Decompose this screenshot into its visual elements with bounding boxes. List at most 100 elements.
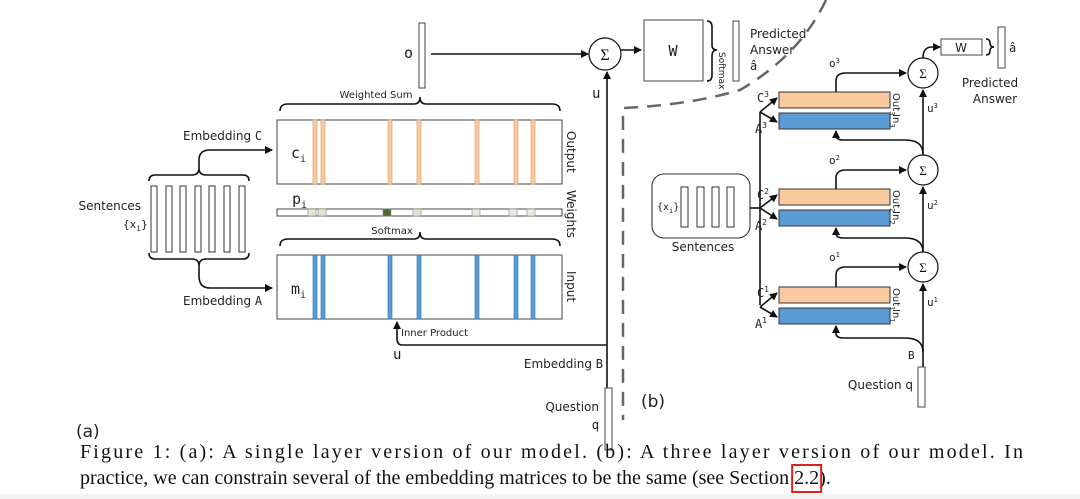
input-embedding-a2	[778, 209, 891, 227]
output-embedding-c1	[778, 286, 891, 304]
a-label-3: A3	[755, 121, 767, 136]
u-feedback-arrow-3	[832, 130, 924, 155]
x-set-label: {xi}	[123, 218, 148, 233]
weight-cell	[382, 208, 392, 217]
section-link[interactable]: 2.2	[794, 467, 819, 489]
softmax-side-brace	[706, 20, 718, 82]
weight-cell	[412, 208, 422, 217]
o-label-3: o3	[829, 57, 840, 70]
input-embedding-a3	[778, 112, 891, 130]
c-label-1: C1	[757, 285, 769, 300]
output-stripe	[513, 119, 519, 185]
output-stripes	[312, 119, 536, 185]
sentence-vector	[150, 185, 158, 253]
c-branch	[759, 97, 778, 113]
caption-line-1: Figure 1: (a): A single layer version of…	[80, 441, 1023, 463]
weighted-sum-label: Weighted Sum	[340, 90, 413, 101]
layers: C1A1Out1In1Σo1u1C2A2Out2In2Σo2u2C3A3Out3…	[755, 57, 939, 353]
sentence-vector	[208, 185, 216, 253]
sentence-vector	[165, 185, 173, 253]
softmax-label: Softmax	[371, 226, 413, 237]
u-label-top: u	[592, 86, 600, 102]
in-label-1: In1	[888, 309, 901, 323]
u-label-3: u3	[927, 102, 938, 115]
embedding-c-label: Embedding C	[183, 129, 262, 143]
c-i-label: ci	[291, 144, 306, 165]
weighted-sum-brace	[279, 96, 561, 112]
input-label: Input	[564, 271, 578, 302]
sentences-top-brace	[148, 167, 250, 182]
predicted-answer-vector-b	[997, 26, 1006, 69]
w-label-b: W	[955, 41, 967, 55]
weight-cell	[317, 208, 327, 217]
u-label-2: u2	[927, 199, 938, 212]
embedding-a-label: Embedding A	[183, 294, 263, 308]
c-label-3: C3	[757, 90, 769, 105]
sentence-vector	[726, 186, 735, 228]
question-label-b: Question q	[848, 378, 913, 392]
sigma-label: Σ	[919, 66, 927, 81]
c-branch	[759, 194, 778, 209]
predicted-answer-vector	[732, 20, 740, 82]
answer-label: Answer	[750, 43, 794, 57]
predicted-label-b: Predicted	[962, 76, 1018, 90]
o-arrow-3	[835, 69, 907, 92]
sentence-vectors-b	[680, 186, 735, 228]
sentences-label: Sentences	[78, 199, 141, 213]
sum-to-w-arrow-b	[922, 43, 941, 59]
u-feedback-arrow-2	[832, 227, 924, 253]
o-vector	[418, 22, 426, 89]
output-stripe	[312, 119, 318, 185]
input-stripe	[474, 254, 480, 320]
c-branch	[759, 292, 778, 308]
output-stripe	[320, 119, 326, 185]
panel-divider	[621, 0, 828, 420]
w-label: W	[668, 42, 678, 60]
panel-b-tag: (b)	[641, 392, 665, 412]
output-stripe	[474, 119, 480, 185]
u-label-bottom: u	[393, 347, 401, 363]
embedding-c-arrow	[198, 146, 273, 168]
question-vector	[604, 387, 613, 451]
q-label: q	[592, 418, 599, 432]
input-stripe	[387, 254, 393, 320]
w-matrix-b	[940, 38, 983, 56]
caption-line-2: practice, we can constrain several of th…	[80, 467, 831, 489]
panel-b: (b) {xi} Sentences C1A1Out1In1Σo1u1C2A2O…	[641, 26, 1018, 412]
inner-product-arrow	[393, 321, 607, 346]
sentence-vector	[194, 185, 202, 253]
input-stripes	[312, 254, 536, 320]
weight-cell	[307, 208, 317, 217]
a-hat-label-b: â	[1009, 41, 1016, 55]
in-label-3: In3	[888, 114, 901, 128]
input-stripe	[320, 254, 326, 320]
x-set-label-b: {xi}	[657, 202, 679, 215]
sentence-vectors	[150, 185, 246, 253]
softmax-brace-b	[985, 38, 995, 56]
o-label-2: o2	[829, 154, 840, 167]
output-embedding-c3	[778, 91, 891, 109]
section-link-highlight[interactable]	[791, 464, 823, 493]
input-stripe	[416, 254, 422, 320]
sigma-label: Σ	[600, 47, 609, 64]
sentences-label-b: Sentences	[672, 240, 735, 254]
c-label-2: C2	[757, 187, 769, 202]
sentence-vector	[711, 186, 720, 228]
question-vector-b	[917, 366, 926, 408]
o-arrow-2	[835, 166, 907, 189]
w-matrix	[643, 19, 704, 82]
weights-label: Weights	[564, 190, 578, 238]
p-i-label: pi	[292, 190, 307, 211]
sentence-vector	[696, 186, 705, 228]
input-stripe	[513, 254, 519, 320]
softmax-side-label: Softmax	[716, 52, 726, 90]
embedding-a-arrow	[198, 266, 273, 292]
out-label-2: Out2	[888, 190, 901, 213]
panel-a-tag: (a)	[76, 422, 100, 442]
a-label-2: A2	[755, 218, 767, 233]
question-label: Question	[545, 400, 599, 414]
softmax-brace	[279, 231, 561, 247]
